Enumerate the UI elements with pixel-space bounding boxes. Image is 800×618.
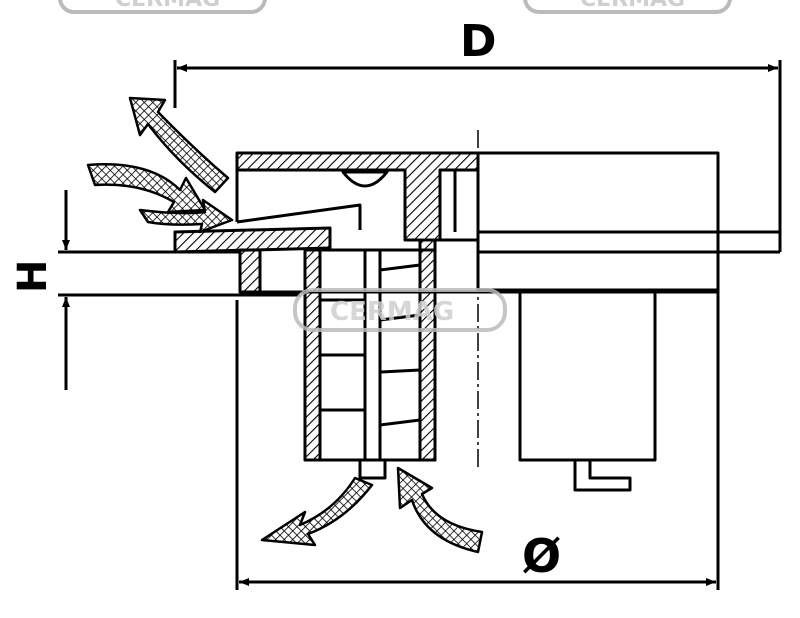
dimension-d [173,60,782,252]
label-h: H [10,260,56,293]
airflow-arrow-icon [128,96,230,194]
airflow-arrows [86,96,484,554]
watermark-top-left: CERMAG [58,0,267,14]
svg-text:CERMAG: CERMAG [115,0,220,12]
svg-text:CERMAG: CERMAG [580,0,685,12]
housing-section [173,151,480,294]
watermark-top-right: CERMAG [523,0,732,14]
airflow-arrow-icon [138,198,234,234]
dimension-diameter [235,290,720,590]
fan-rotor [303,238,437,480]
airflow-arrow-icon [86,163,207,214]
label-diameter: Ø [522,529,561,583]
svg-text:CERMAG: CERMAG [330,297,454,327]
motor-body [518,290,657,492]
label-d: D [460,16,497,67]
airflow-arrow-icon [396,466,484,554]
watermark-center: CERMAG [293,288,507,332]
airflow-arrow-icon [260,476,374,547]
